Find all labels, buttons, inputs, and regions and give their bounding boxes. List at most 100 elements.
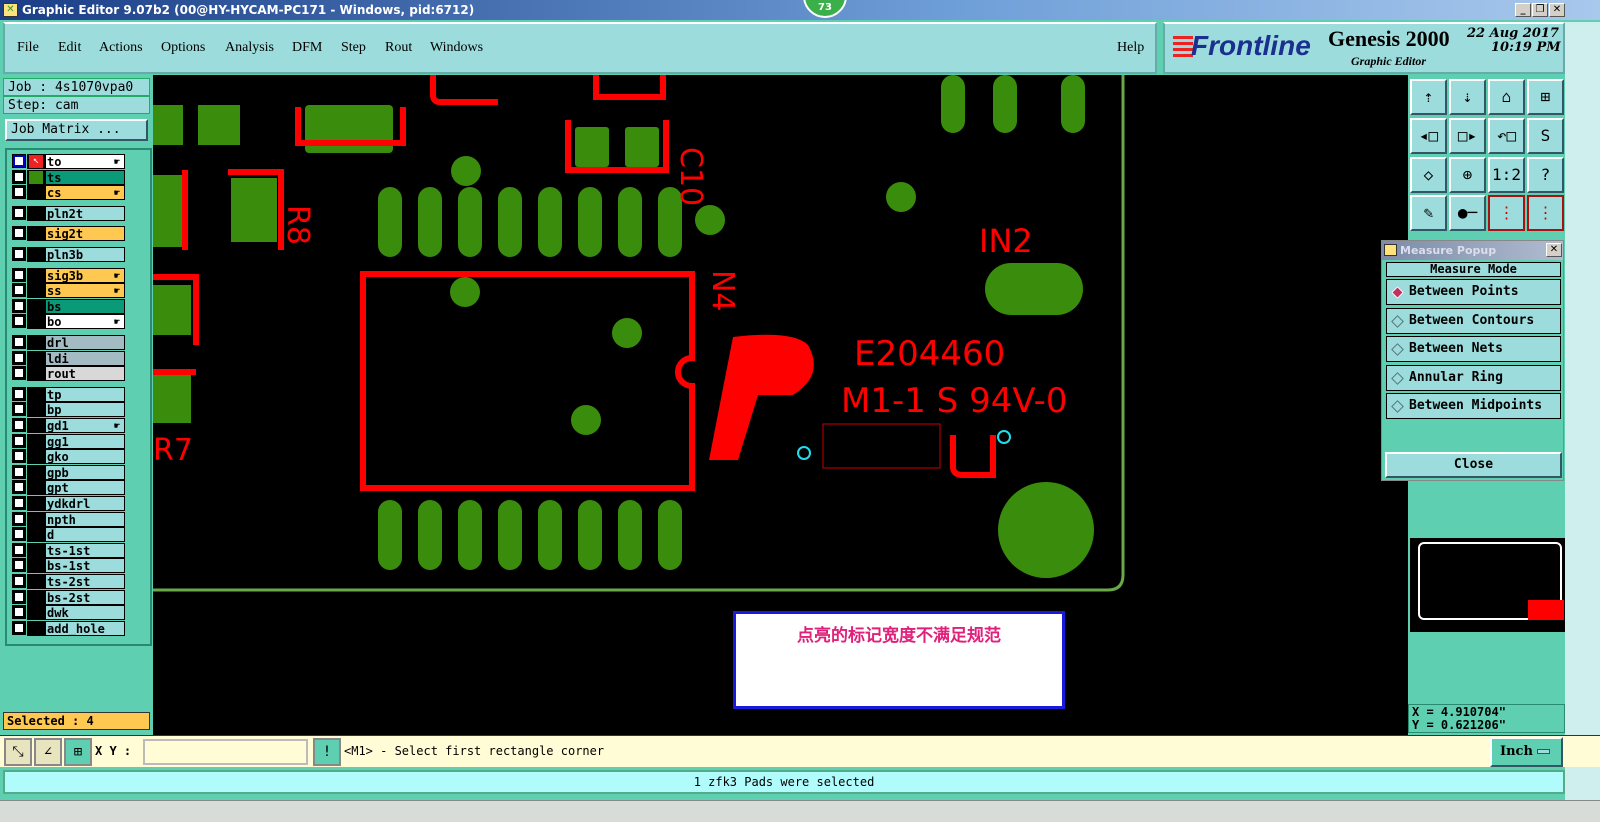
menu-dfm[interactable]: DFM: [292, 40, 323, 55]
layer-name[interactable]: ts: [45, 169, 125, 185]
layer-display-slot[interactable]: [27, 449, 45, 465]
layer-row-d[interactable]: d: [10, 527, 127, 543]
restore-button[interactable]: ❐: [1532, 3, 1548, 17]
graphic-canvas[interactable]: C10 R8 R7 N4 IN2 E204460 M1-1 S 94V-0 点亮…: [153, 75, 1408, 735]
layer-checkbox[interactable]: [12, 402, 26, 417]
layer-display-slot[interactable]: [27, 589, 45, 605]
menu-rout[interactable]: Rout: [385, 40, 413, 55]
layer-row-gpt[interactable]: gpt: [10, 480, 127, 496]
layer-row-gpb[interactable]: gpb: [10, 464, 127, 480]
layer-name[interactable]: to☛: [45, 154, 125, 169]
layer-row-ydkdrl[interactable]: ydkdrl: [10, 496, 127, 511]
layer-display-slot[interactable]: [27, 226, 45, 242]
radio-diamond-icon[interactable]: [1391, 314, 1404, 328]
layer-checkbox[interactable]: [12, 267, 26, 282]
alert-button[interactable]: !: [313, 738, 341, 766]
layer-display-slot[interactable]: [27, 464, 45, 480]
layer-row-gd1[interactable]: gd1☛: [10, 418, 127, 433]
layer-name[interactable]: sig2t: [45, 226, 125, 242]
layer-name[interactable]: pln3b: [45, 247, 125, 262]
layer-display-slot[interactable]: [27, 480, 45, 496]
layer-display-slot[interactable]: [27, 620, 45, 636]
layer-row-ldi[interactable]: ldi: [10, 350, 127, 366]
layer-name[interactable]: npth: [45, 511, 125, 527]
layer-checkbox[interactable]: [12, 558, 26, 573]
measure-option-between-points[interactable]: Between Points: [1386, 279, 1561, 305]
layer-name[interactable]: bs-2st: [45, 589, 125, 605]
layer-checkbox[interactable]: [12, 169, 26, 184]
layer-row-pln3b[interactable]: pln3b: [10, 247, 127, 262]
layer-name[interactable]: cs☛: [45, 185, 125, 201]
page-down-icon[interactable]: ⇣: [1449, 79, 1486, 115]
layer-display-slot[interactable]: [27, 574, 45, 589]
layer-checkbox[interactable]: [12, 350, 26, 365]
layer-row-bp[interactable]: bp: [10, 402, 127, 418]
layer-name[interactable]: d: [45, 527, 125, 543]
layer-display-slot[interactable]: [27, 605, 45, 621]
layer-checkbox[interactable]: [12, 605, 26, 620]
layer-display-slot[interactable]: [27, 527, 45, 543]
layer-checkbox[interactable]: [12, 366, 26, 381]
layer-display-slot[interactable]: [27, 511, 45, 527]
undo-view-icon[interactable]: ↶□: [1488, 117, 1525, 154]
layer-display-slot[interactable]: [27, 542, 45, 558]
layer-name[interactable]: ts-1st: [45, 542, 125, 558]
radio-diamond-icon[interactable]: [1391, 400, 1404, 413]
radio-diamond-icon[interactable]: [1391, 343, 1404, 356]
layer-row-gko[interactable]: gko: [10, 449, 127, 465]
layer-display-slot[interactable]: [27, 558, 45, 574]
layer-row-add_hole[interactable]: add_hole: [10, 620, 127, 636]
layer-checkbox[interactable]: [12, 480, 26, 495]
layer-row-ts-1st[interactable]: ts-1st: [10, 542, 127, 558]
layer-row-bs-2st[interactable]: bs-2st: [10, 589, 127, 605]
layer-checkbox[interactable]: [12, 418, 26, 432]
layer-display-slot[interactable]: [27, 350, 45, 366]
overview-viewport[interactable]: [1528, 600, 1564, 620]
layer-checkbox[interactable]: [12, 511, 26, 526]
menu-analysis[interactable]: Analysis: [225, 40, 274, 55]
layer-display-slot[interactable]: [27, 205, 45, 221]
layer-checkbox[interactable]: [12, 314, 26, 329]
layer-display-slot[interactable]: [27, 283, 45, 299]
measure-diagonal-icon[interactable]: ⤡: [4, 738, 32, 766]
layer-checkbox[interactable]: [12, 433, 26, 448]
job-matrix-button[interactable]: Job Matrix ...: [5, 119, 148, 141]
layer-row-cs[interactable]: cs☛: [10, 185, 127, 201]
menu-step[interactable]: Step: [341, 40, 366, 55]
layer-row-bs[interactable]: bs: [10, 298, 127, 314]
layer-name[interactable]: gpb: [45, 464, 125, 480]
layer-row-npth[interactable]: npth: [10, 511, 127, 527]
layer-name[interactable]: tp: [45, 386, 125, 402]
pad-icon[interactable]: ●─: [1449, 195, 1486, 232]
minimize-button[interactable]: _: [1515, 3, 1531, 17]
layer-checkbox[interactable]: [12, 205, 26, 220]
layer-checkbox[interactable]: [12, 574, 26, 588]
layer-checkbox[interactable]: [12, 542, 26, 557]
layer-display-slot[interactable]: [27, 386, 45, 402]
scale-1-2-icon[interactable]: 1:2: [1488, 156, 1525, 193]
layer-name[interactable]: bs-1st: [45, 558, 125, 574]
layer-checkbox[interactable]: [12, 620, 26, 635]
layer-name[interactable]: bp: [45, 402, 125, 418]
menu-actions[interactable]: Actions: [99, 40, 143, 55]
layer-display-slot[interactable]: [27, 433, 45, 449]
layer-row-dwk[interactable]: dwk: [10, 605, 127, 621]
layer-display-slot[interactable]: [27, 366, 45, 382]
zoom-fit-icon[interactable]: ◇: [1410, 156, 1447, 193]
layer-name[interactable]: ldi: [45, 350, 125, 366]
layer-display-slot[interactable]: [27, 418, 45, 433]
home-icon[interactable]: ⌂: [1488, 79, 1525, 115]
layer-checkbox[interactable]: [12, 283, 26, 298]
layer-row-rout[interactable]: rout: [10, 366, 127, 382]
popup-close-x[interactable]: ✕: [1546, 243, 1562, 257]
radio-diamond-icon[interactable]: [1391, 371, 1404, 385]
layer-name[interactable]: pln2t: [45, 205, 125, 221]
layer-row-drl[interactable]: drl: [10, 335, 127, 350]
unit-select[interactable]: Inch: [1490, 737, 1563, 767]
menu-windows[interactable]: Windows: [430, 40, 484, 55]
layer-checkbox[interactable]: [12, 386, 26, 401]
layer-row-ss[interactable]: ss☛: [10, 283, 127, 299]
layer-checkbox[interactable]: [12, 154, 26, 168]
layer-checkbox[interactable]: [12, 226, 26, 241]
measure-option-annular-ring[interactable]: Annular Ring: [1386, 364, 1561, 391]
